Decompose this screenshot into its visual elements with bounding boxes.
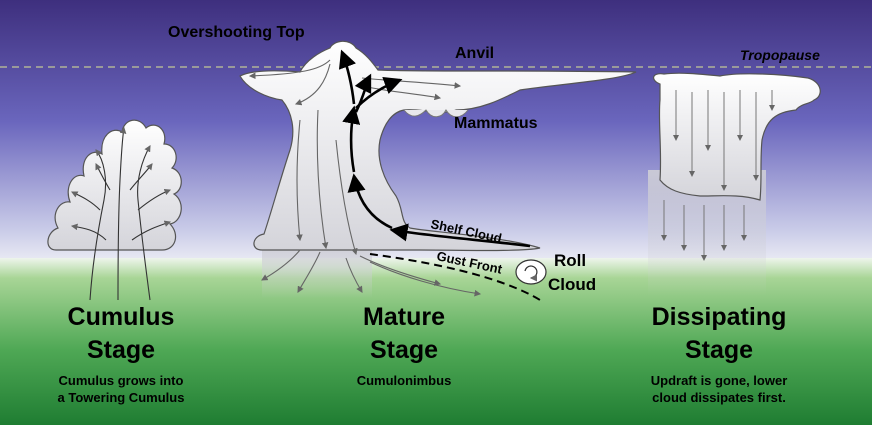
overshooting-top-label: Overshooting Top [168,24,305,41]
gust-front-line [369,253,541,301]
mature-stage-title-line2: Stage [370,336,438,364]
roll-cloud-label-line2: Cloud [548,275,596,294]
cumulus-updraft-arrows [70,126,172,301]
mature-stage-desc-line1: Cumulonimbus [357,373,452,388]
anvil-label: Anvil [455,45,494,62]
roll-rotation-icon [524,265,538,282]
dissipating-stage-title-line1: Dissipating [652,303,787,331]
roll-cloud-ellipse [515,259,547,285]
tropopause-label: Tropopause [740,47,820,63]
dissipating-cloud [648,72,821,295]
cumulus-stage-title-line1: Cumulus [68,303,175,331]
mature-stage-title-line1: Mature [363,303,445,331]
cumulonimbus-body [239,40,637,252]
dissipating-cloud-body [653,72,821,201]
roll-cloud-label-line1: Roll [554,251,586,270]
mammatus-label: Mammatus [454,115,538,132]
cumulus-stage-desc-line1: Cumulus grows into [59,373,184,388]
cumulus-cloud [47,119,182,301]
mature-main-updraft [338,49,531,248]
dissipating-stage-desc-line2: cloud dissipates first. [652,390,786,405]
mature-internal-arrows [248,59,482,297]
dissipating-stage-title-line2: Stage [685,336,753,364]
mature-cloud [239,40,637,301]
cumulus-stage-title-line2: Stage [87,336,155,364]
mammatus-bumps [403,108,469,118]
dissipating-stage-desc-line1: Updraft is gone, lower [651,373,788,388]
cumulus-stage-desc-line2: a Towering Cumulus [58,390,185,405]
mature-rain-shaft [262,248,372,298]
dissipating-downdraft-arrows [661,90,775,261]
cumulus-cloud-body [47,119,182,251]
